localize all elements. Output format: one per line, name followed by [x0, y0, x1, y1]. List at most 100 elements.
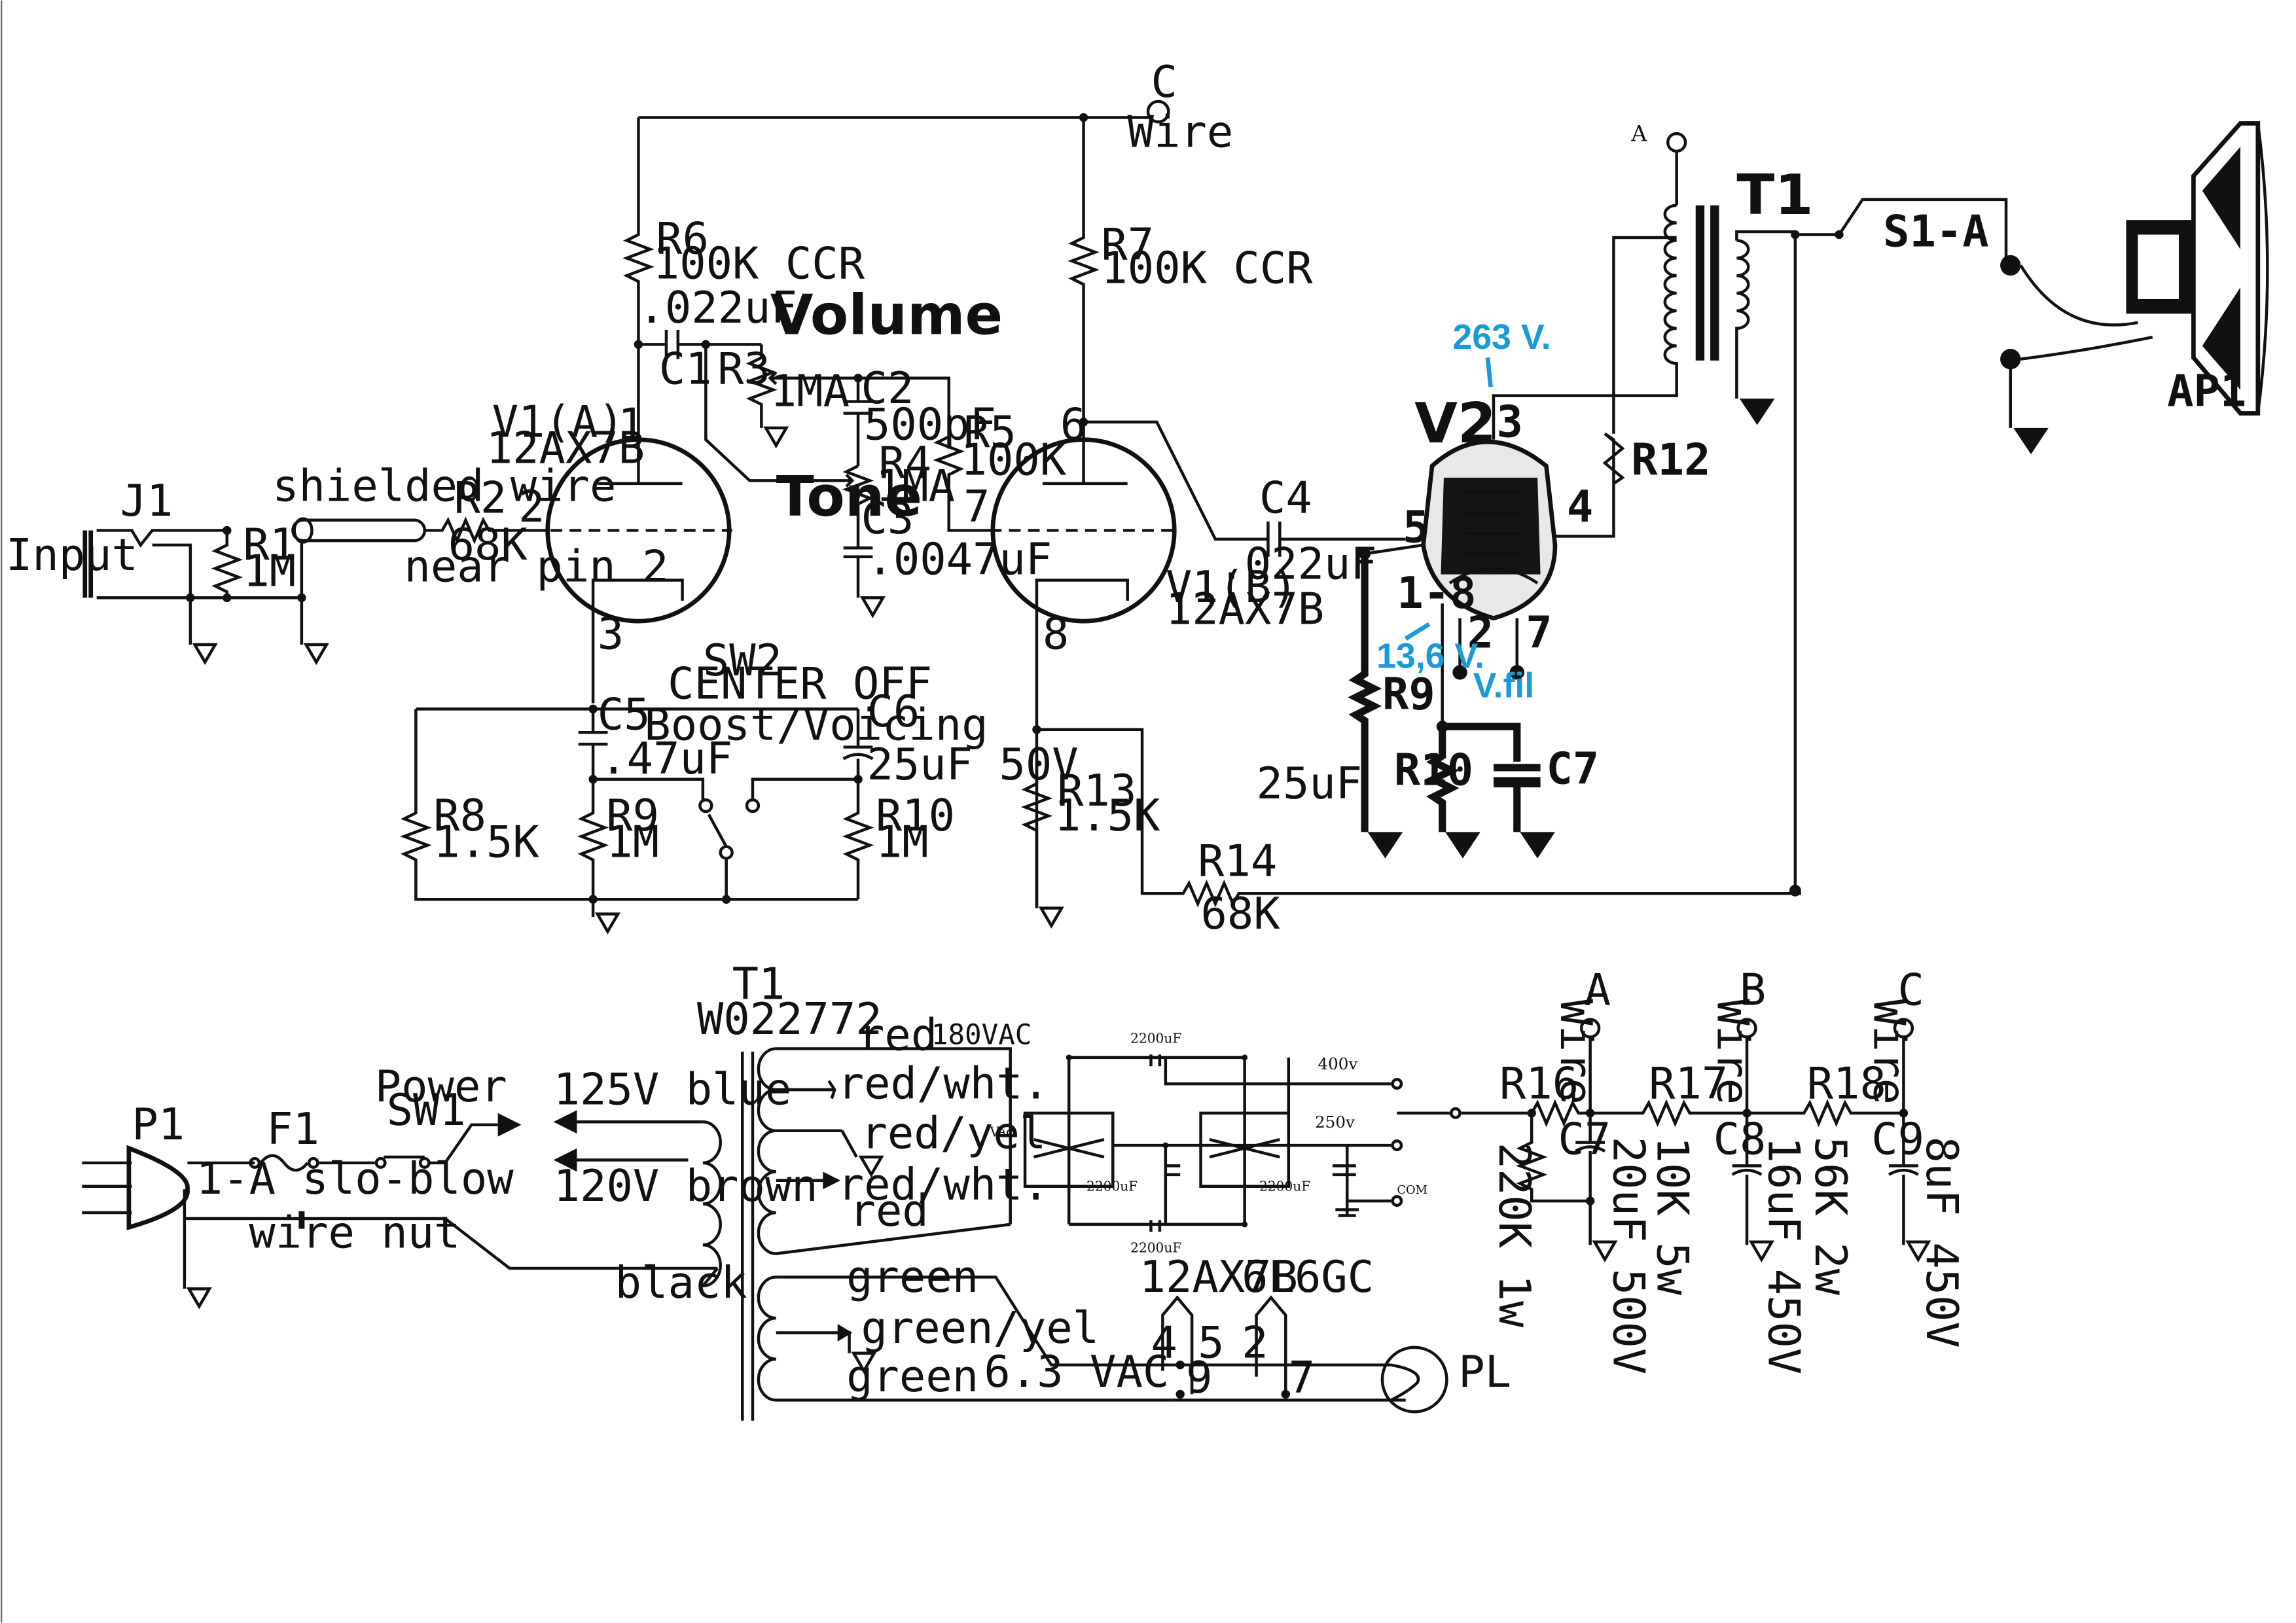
v2-pin4: 4 [1567, 481, 1593, 532]
node-c-sub: Wire [1128, 106, 1234, 157]
v1a-pin1: 1 [618, 399, 644, 450]
c9-name: C9 [1871, 1114, 1924, 1165]
node-a-wire: Wire [1551, 999, 1602, 1105]
v1a-name: V1(A) [492, 396, 624, 447]
node-c-wire: Wire [1864, 999, 1915, 1105]
r2-note: near pin 2 [404, 541, 668, 592]
node-a: A [1585, 964, 1611, 1015]
v2-pin2: 2 [1467, 607, 1494, 658]
c5-name: C5 [598, 689, 651, 740]
r13-value: 1.5K [1054, 790, 1160, 841]
node-b-wire: Wire [1707, 999, 1758, 1105]
v1b-type: 12AX7B [1166, 584, 1324, 635]
r10-value: 1M [876, 816, 929, 867]
wire-nut-label: wire nut [249, 1207, 460, 1258]
r8-name: R8 [433, 790, 486, 841]
c7b-label: C7 [1547, 743, 1600, 794]
v2-pin7: 7 [1526, 607, 1552, 658]
v2-pin18: 1-8 [1397, 567, 1476, 618]
node-a-label: A [1630, 120, 1647, 146]
volume-tone-network: .022uF C1 Volume R3 1MA C2 500pF R4 1MA … [634, 282, 1067, 615]
output-transformer-t1: A T1 [1630, 120, 1813, 897]
black-label: black [615, 1257, 747, 1308]
vac180-label: 180VAC [931, 1020, 1032, 1052]
c2-value: 500pF [864, 399, 996, 450]
c1-value: .022uF [638, 282, 797, 333]
v1b-name: V1(B) [1166, 562, 1298, 613]
s1a-label: S1-A [1883, 205, 1989, 257]
r4-name: R4 [878, 437, 931, 488]
v1a-type: 12AX7B [486, 423, 645, 474]
v1a-pin3: 3 [598, 609, 624, 660]
tube2-p7: 7 [1289, 1352, 1315, 1403]
r3-value: 1MA [770, 365, 850, 416]
c8-name: C8 [1713, 1114, 1767, 1165]
r6-name: R6 [656, 213, 709, 264]
power-name: Power [375, 1061, 507, 1112]
v1b-pin7: 7 [963, 481, 990, 532]
feedback-network: R13 1.5K R14 68K [1020, 725, 1801, 939]
tone-label: Tone [776, 465, 922, 529]
tube1-p5: 5 [1198, 1317, 1224, 1368]
r18-name: R18 [1807, 1058, 1886, 1109]
ap1-label: AP1 [2167, 365, 2246, 416]
sec-2: red/yel [861, 1108, 1047, 1159]
amp-section: Input J1 R1 1M shielded wire [6, 56, 2269, 939]
bridge-cap-2: 2200uF [1086, 1178, 1138, 1194]
c7-name: C7 [1558, 1114, 1611, 1165]
bridge-400v: 400v [1318, 1054, 1358, 1073]
r1-value: 1M [243, 545, 296, 596]
node-c: C [1897, 964, 1924, 1015]
r8-value: 1.5K [433, 816, 539, 867]
r9-name: R9 [606, 790, 659, 841]
plate-supply-rail: C Wire R6 100K CCR R7 100K CCR [622, 56, 1313, 440]
t1-label: T1 [1736, 163, 1813, 228]
c1-name: C1 [659, 344, 712, 395]
r7-name: R7 [1101, 219, 1154, 270]
r10-name: R10 [876, 790, 955, 841]
r5-name: R5 [963, 406, 1016, 457]
volume-label: Volume [770, 283, 1003, 348]
sw2-name: SW2 [703, 635, 782, 686]
c5-value: .47uF [600, 733, 732, 784]
power-transformer-t1: T1 W022772 red red/wht. red/yel red/wht.… [697, 958, 1049, 1421]
r16-value: 220K 1w [1489, 1143, 1540, 1328]
r9-value: 1M [606, 816, 659, 867]
heater-1: green/yel [861, 1302, 1100, 1353]
v2-pin3: 3 [1496, 396, 1522, 447]
c2-name: C2 [861, 363, 914, 414]
r9b-label: R9 [1382, 668, 1435, 719]
filter-chain: R16 R17 R18 220K 1w C7 20uF 500V 10K 5w … [1397, 964, 1967, 1374]
r10b-label: R10 [1394, 745, 1473, 796]
power-tube-v2: V2 3 4 5 1-8 2 7 V.fil 263 V. 13,6 V. [1364, 317, 1678, 727]
r17-value: 10K 5w [1647, 1137, 1698, 1296]
v2-cathode-voltage: 13,6 V. [1376, 637, 1484, 676]
tap-120: 120V brown [554, 1160, 818, 1211]
sec-3: red/wht. [838, 1159, 1049, 1210]
power-sw: SW1 [387, 1084, 466, 1135]
input-label: Input [6, 529, 138, 580]
speaker-ap1: AP1 [2126, 121, 2269, 416]
r17-name: R17 [1649, 1058, 1728, 1109]
tube1-p4: 4 [1151, 1317, 1177, 1368]
f1-name: F1 [266, 1103, 319, 1154]
r2-name: R2 [454, 473, 507, 524]
sw2-mode: CENTER OFF [668, 658, 932, 709]
bridge-250v: 250v [1315, 1113, 1355, 1132]
psu-t1-name: T1 [732, 958, 785, 1009]
v1a-pin2: 2 [518, 481, 545, 532]
bridge-vac: Vac [989, 1124, 1013, 1140]
c3-value: .0047uF [867, 534, 1052, 585]
sec-0: red [858, 1010, 937, 1061]
r5-value: 100K [961, 434, 1067, 485]
c8-value: 16uF 450V [1759, 1137, 1810, 1375]
speaker-switch-s1a: S1-A [1795, 198, 2153, 455]
bridge-cap-3: 2200uF [1259, 1178, 1310, 1194]
node-b: B [1740, 964, 1766, 1015]
bridge-com: COM [1397, 1183, 1427, 1197]
bridge-cap-1: 2200uF [1130, 1030, 1181, 1046]
tube2-type: 6L6GC [1242, 1251, 1374, 1302]
bridge-cap-4: 2200uF [1130, 1240, 1181, 1255]
sec-1: red/wht. [838, 1058, 1049, 1109]
